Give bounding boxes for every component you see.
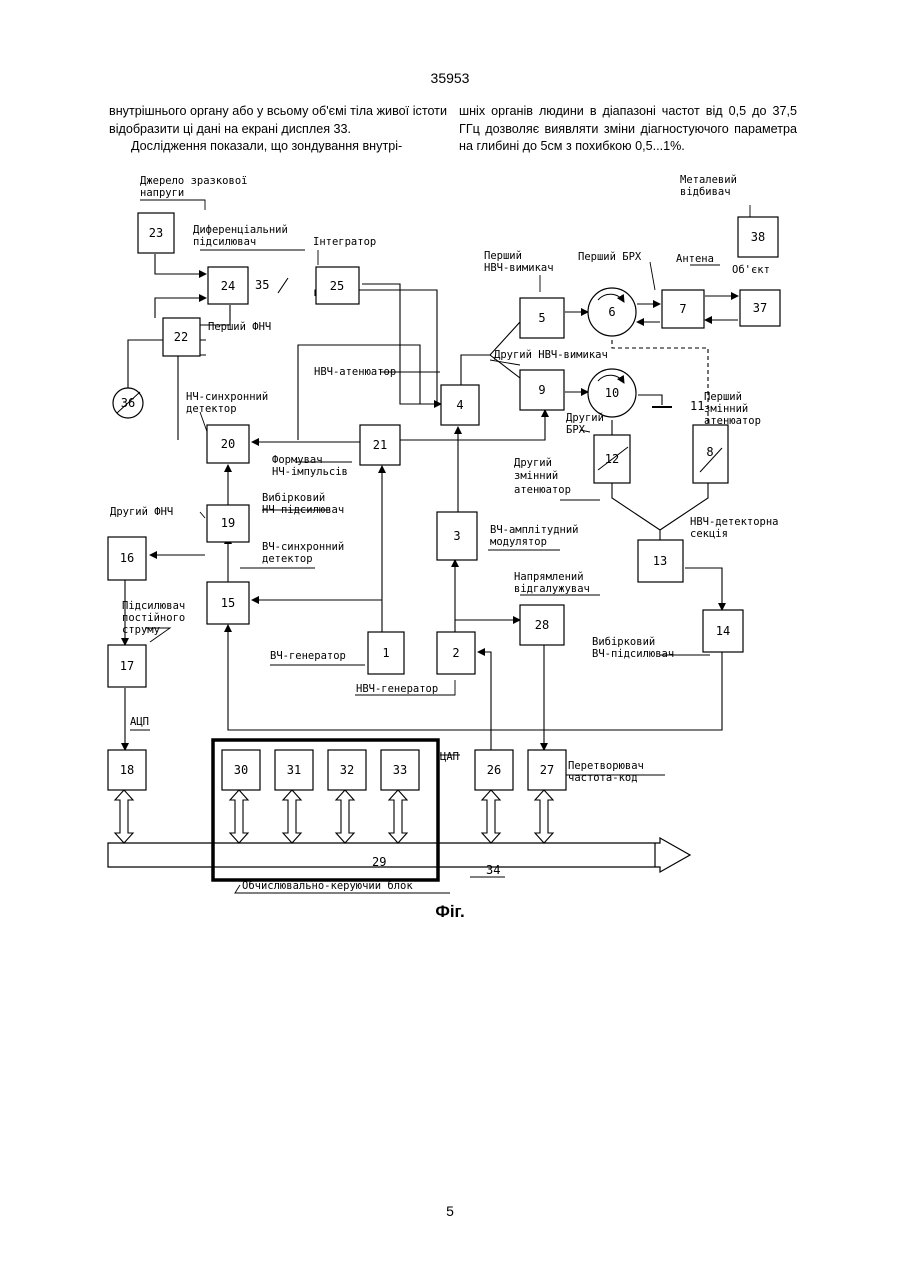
label-adc: АЦП <box>130 716 149 728</box>
label-first-brx: Перший БРХ <box>578 251 642 263</box>
label-coupler-1: Напрямлений <box>514 571 584 583</box>
block-21-label: 21 <box>373 438 387 452</box>
label-object: Об'єкт <box>732 264 770 276</box>
label-first-var-att-2: змінний <box>704 403 748 415</box>
label-control-unit: Обчислювально-керуючий блок <box>242 880 413 892</box>
label-hf-sync-1: ВЧ-синхронний <box>262 541 344 553</box>
block-32-label: 32 <box>340 763 354 777</box>
label-second-var-att-1: Другий <box>514 457 552 469</box>
block-2-label: 2 <box>452 646 459 660</box>
block-28-label: 28 <box>535 618 549 632</box>
label-second-brx-1: Другий <box>566 412 604 424</box>
label-attenuator: НВЧ-атенюатор <box>314 366 396 378</box>
label-lf-pulse-1: Формувач <box>272 454 323 466</box>
label-metal-reflector-2: відбивач <box>680 186 731 198</box>
block-27-label: 27 <box>540 763 554 777</box>
label-coupler-2: відгалужувач <box>514 583 590 595</box>
block-33-label: 33 <box>393 763 407 777</box>
label-selective-hf-2: ВЧ-підсилювач <box>592 648 674 660</box>
block-22-label: 22 <box>174 330 188 344</box>
label-selective-hf-1: Вибірковий <box>592 636 655 648</box>
label-lf-sync-2: детектор <box>186 403 237 415</box>
label-first-switch-1: Перший <box>484 250 522 262</box>
block-1-label: 1 <box>382 646 389 660</box>
block-24-label: 24 <box>221 279 235 293</box>
label-dc-amp-3: струму <box>122 624 160 636</box>
block-31-label: 31 <box>287 763 301 777</box>
label-hf-sync-2: детектор <box>262 553 313 565</box>
label-second-switch: Другий НВЧ-вимикач <box>494 349 608 361</box>
block-23-label: 23 <box>149 226 163 240</box>
bus-connectors <box>115 790 553 843</box>
block-diagram: 23 24 25 22 5 6 7 37 38 4 9 10 36 20 21 … <box>0 0 900 910</box>
block-8-label: 8 <box>706 445 713 459</box>
label-lf-pulse-2: НЧ-імпульсів <box>272 466 348 478</box>
block-10-label: 10 <box>605 386 619 400</box>
label-hf-modulator-1: ВЧ-амплітудний <box>490 524 579 536</box>
block-3-label: 3 <box>453 529 460 543</box>
label-second-lpf: Другий ФНЧ <box>110 506 173 518</box>
block-30-label: 30 <box>234 763 248 777</box>
block-20-label: 20 <box>221 437 235 451</box>
label-reference-source-2: напруги <box>140 187 184 199</box>
figure-caption: Фіг. <box>0 902 900 922</box>
label-mw-detector-1: НВЧ-детекторна <box>690 516 779 528</box>
label-hf-modulator-2: модулятор <box>490 536 547 548</box>
bus-arrow <box>108 838 690 872</box>
label-first-var-att-1: Перший <box>704 391 742 403</box>
label-first-lpf: Перший ФНЧ <box>208 321 271 333</box>
block-17-label: 17 <box>120 659 134 673</box>
label-integrator: Інтегратор <box>313 236 376 248</box>
label-second-var-att-3: атенюатор <box>514 484 571 496</box>
block-37-label: 37 <box>753 301 767 315</box>
block-12-label: 12 <box>605 452 619 466</box>
label-first-switch-2: НВЧ-вимикач <box>484 262 554 274</box>
label-converter-2: частота-код <box>568 772 638 784</box>
label-dac: ЦАП <box>440 751 459 763</box>
block-38-label: 38 <box>751 230 765 244</box>
block-25-label: 25 <box>330 279 344 293</box>
label-antenna: Антена <box>676 253 714 265</box>
block-7-label: 7 <box>679 302 686 316</box>
label-mw-generator: НВЧ-генератор <box>356 683 438 695</box>
label-dc-amp-1: Підсилювач <box>122 600 185 612</box>
mark-34: 34 <box>486 863 500 877</box>
label-dc-amp-2: постійного <box>122 612 185 624</box>
label-diff-amp-2: підсилювач <box>193 236 256 248</box>
page-footer-number: 5 <box>0 1203 900 1219</box>
label-lf-sync-1: НЧ-синхронний <box>186 391 268 403</box>
label-selective-lf-1: Вибірковий <box>262 492 325 504</box>
mark-29: 29 <box>372 855 386 869</box>
block-15-label: 15 <box>221 596 235 610</box>
label-metal-reflector-1: Металевий <box>680 174 737 186</box>
label-diff-amp-1: Диференціальний <box>193 224 288 236</box>
block-18-label: 18 <box>120 763 134 777</box>
block-14-label: 14 <box>716 624 730 638</box>
block-4-label: 4 <box>456 398 463 412</box>
block-16-label: 16 <box>120 551 134 565</box>
label-converter-1: Перетворювач <box>568 760 644 772</box>
label-selective-lf-2: НЧ-підсилювач <box>262 504 344 516</box>
block-26-label: 26 <box>487 763 501 777</box>
block-36-label: 36 <box>121 396 135 410</box>
label-first-var-att-3: атенюатор <box>704 415 761 427</box>
block-5-label: 5 <box>538 311 545 325</box>
label-second-var-att-2: змінний <box>514 470 558 482</box>
block-19-label: 19 <box>221 516 235 530</box>
label-reference-source-1: Джерело зразкової <box>140 175 247 187</box>
block-13-label: 13 <box>653 554 667 568</box>
block-9-label: 9 <box>538 383 545 397</box>
mark-11: 11 <box>690 399 704 413</box>
block-6-label: 6 <box>608 305 615 319</box>
label-hf-generator: ВЧ-генератор <box>270 650 346 662</box>
label-second-brx-2: БРХ <box>566 424 586 436</box>
label-mw-detector-2: секція <box>690 528 728 540</box>
mark-35: 35 <box>255 278 269 292</box>
